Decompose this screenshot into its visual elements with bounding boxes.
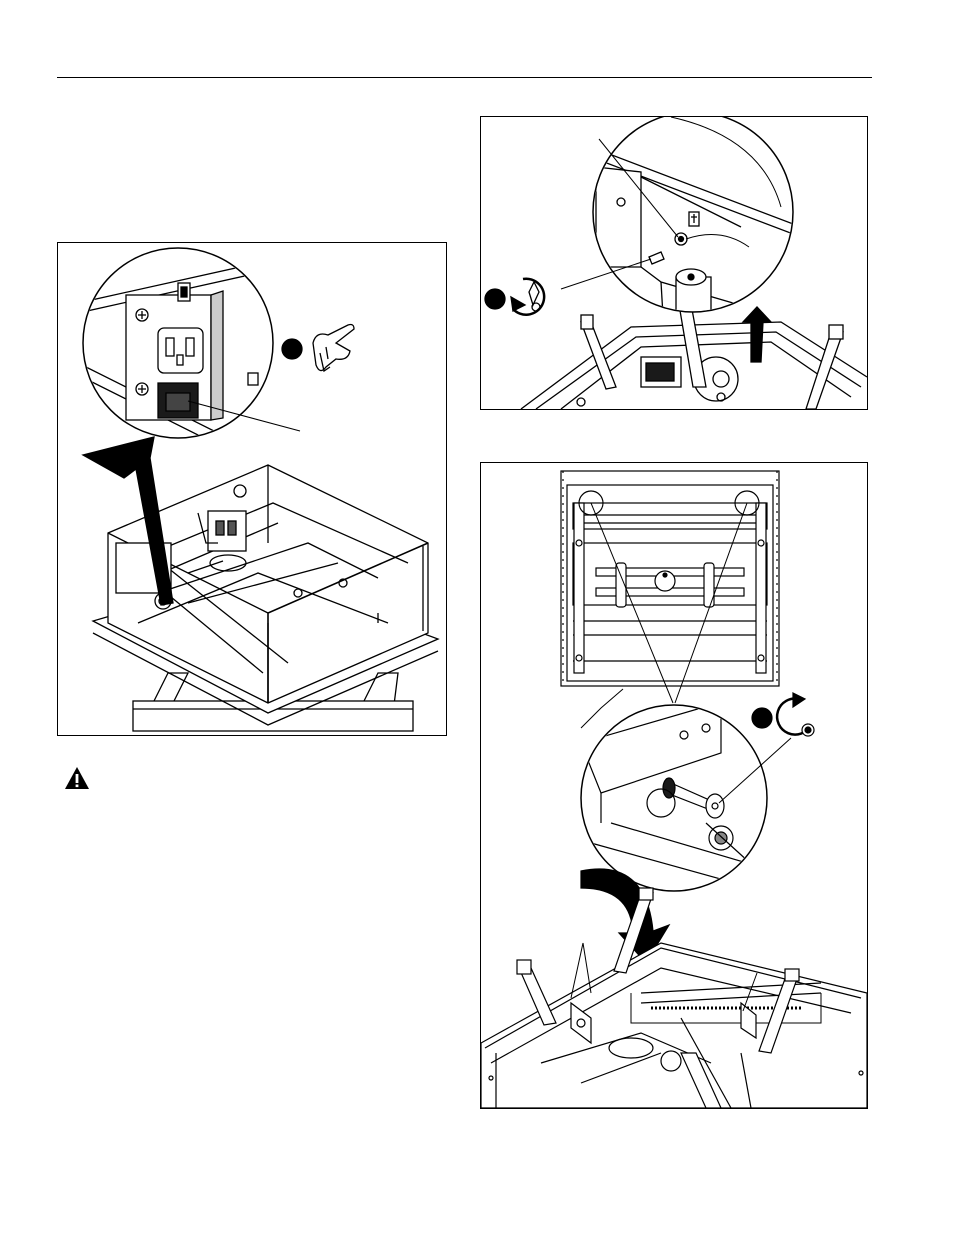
figure-remove-ground-screw	[480, 116, 868, 410]
bottom-assembly	[481, 888, 867, 1108]
detail-magnifier	[78, 248, 278, 465]
figure-unplug-power-cord	[57, 242, 447, 736]
unscrew-counterclockwise-icon	[511, 279, 544, 315]
unscrew-bolt-icon	[777, 693, 814, 736]
hand-unplug-icon	[313, 325, 354, 372]
step-marker-icon	[752, 708, 772, 728]
up-arrow-icon	[743, 307, 771, 362]
step-marker-icon	[485, 289, 505, 309]
plan-view	[561, 471, 779, 686]
callout-leader-plan	[581, 689, 623, 728]
warning-triangle-icon	[64, 766, 90, 790]
header-rule	[57, 77, 872, 78]
detail-magnifier	[581, 705, 781, 893]
figure-remove-pivot-bolts	[480, 462, 868, 1109]
step-marker-icon	[282, 339, 302, 359]
